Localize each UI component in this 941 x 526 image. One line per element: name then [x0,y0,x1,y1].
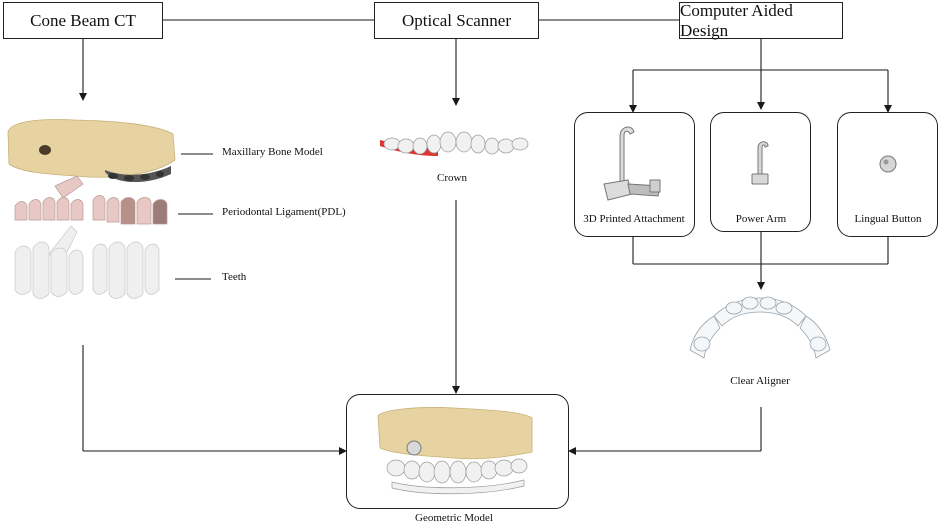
optical-scanner-box: Optical Scanner [374,2,539,39]
attachment-icon [603,126,661,201]
lingual-button-box [837,112,938,237]
pdl-illustration [14,175,168,225]
maxillary-bone-illustration [7,119,176,183]
cone-beam-ct-box: Cone Beam CT [3,2,163,39]
pdl-label: Periodontal Ligament(PDL) [222,206,346,218]
teeth-illustration [14,225,160,299]
maxillary-bone-label: Maxillary Bone Model [222,146,323,158]
cone-beam-ct-label: Cone Beam CT [30,10,136,30]
clear-aligner-illustration [689,296,831,359]
optical-scanner-label: Optical Scanner [401,10,512,30]
teeth-label: Teeth [222,271,247,283]
crown-label: Crown [437,172,467,184]
crown-illustration [380,131,529,156]
geometric-model-illustration [377,407,533,495]
power-arm-label: Power Arm [735,213,787,225]
power-arm-icon [751,141,769,185]
attachment-label: 3D Printed Attachment [583,213,685,225]
clear-aligner-label: Clear Aligner [730,375,790,387]
geometric-model-label: Geometric Model [415,512,493,524]
computer-aided-design-label: Computer Aided Design [680,0,793,40]
attachment-box [574,112,695,237]
lingual-button-icon [879,155,897,173]
computer-aided-design-box: Computer Aided Design [679,0,843,40]
cbct-anatomy-illustration [7,119,176,299]
lingual-button-label: Lingual Button [854,213,922,225]
